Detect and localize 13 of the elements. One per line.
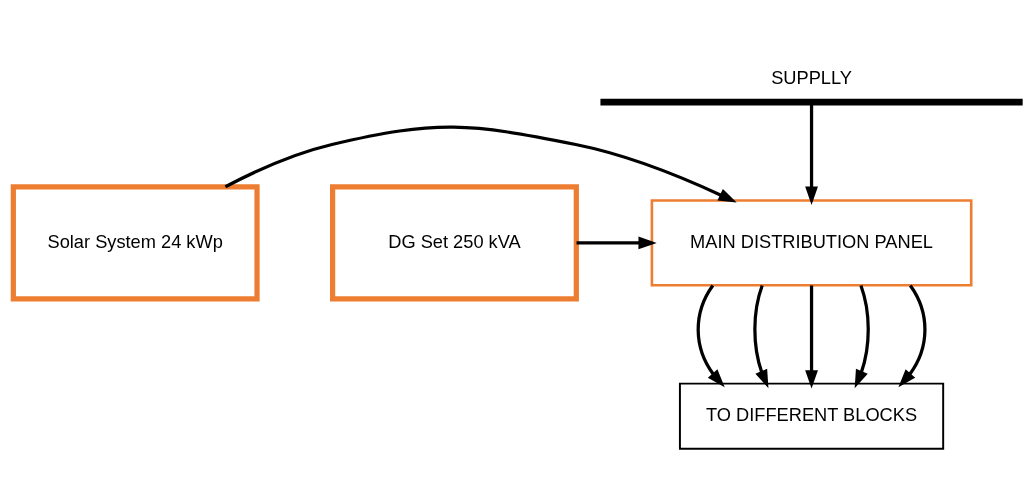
arrow bbox=[854, 285, 870, 389]
arrow bbox=[805, 285, 818, 389]
arrow bbox=[898, 284, 927, 388]
arrow bbox=[224, 125, 737, 203]
node-box: TO DIFFERENT BLOCKS bbox=[678, 382, 945, 450]
node-box: DG Set 250 kVA bbox=[330, 184, 579, 302]
node-box: Solar System 24 kWp bbox=[10, 184, 260, 302]
arrow bbox=[805, 102, 818, 205]
node-box: MAIN DISTRIBUTION PANEL bbox=[650, 199, 973, 287]
arrow bbox=[696, 284, 725, 388]
node-text: SUPPLLY bbox=[771, 66, 852, 88]
arrow bbox=[753, 285, 769, 389]
arrow bbox=[576, 236, 657, 250]
